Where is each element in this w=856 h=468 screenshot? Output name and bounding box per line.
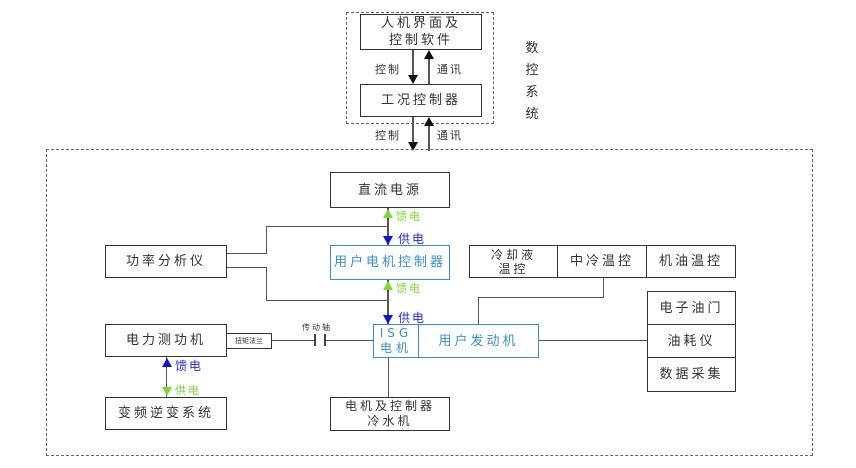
isg-motor-box[interactable]: ISG 电机: [373, 324, 419, 358]
feed-arrow-1-icon: [383, 209, 393, 218]
drive-shaft-label: 传动轴: [302, 323, 332, 332]
cnc-system-title: 数控系统: [525, 41, 539, 122]
shaft-line-left: [272, 340, 314, 341]
feed-label-2: 馈电: [396, 282, 422, 295]
coolant-temp-box[interactable]: 冷却液 温控: [469, 245, 558, 278]
feed-arrow-3-icon: [162, 358, 172, 367]
intercooler-to-engine-v2: [478, 297, 479, 325]
control-label: 控制: [375, 63, 401, 76]
supply-label-3: 供电: [175, 384, 201, 397]
dyno-to-inverter-line: [166, 357, 167, 397]
control-out-arrow-icon: [408, 142, 418, 151]
dynamometer-box[interactable]: 电力测功机: [105, 324, 227, 357]
analyzer-line-top-h2: [266, 226, 388, 227]
fuel-meter-box[interactable]: 油耗仪: [647, 324, 736, 358]
power-analyzer-box[interactable]: 功率分析仪: [105, 245, 227, 278]
supply-arrow-3-icon: [162, 387, 172, 396]
user-engine-box[interactable]: 用户发动机: [418, 324, 539, 358]
test-bench-frame: [46, 149, 813, 456]
analyzer-line-bot-h2: [266, 300, 388, 301]
dc-to-controller-line: [387, 208, 389, 246]
intercooler-temp-box[interactable]: 中冷温控: [557, 245, 647, 278]
oil-temp-box[interactable]: 机油温控: [646, 245, 736, 278]
control-line-inner: [412, 50, 414, 76]
condition-controller-box[interactable]: 工况控制器: [360, 84, 482, 117]
comm-arrow-icon: [424, 50, 434, 59]
supply-label-2: 供电: [398, 311, 427, 325]
supply-arrow-1-icon: [383, 236, 393, 245]
analyzer-line-top-h: [227, 253, 267, 254]
analyzer-line-top-v: [266, 226, 267, 254]
data-acq-box[interactable]: 数据采集: [647, 357, 736, 392]
comm-line-inner: [428, 58, 430, 84]
intercooler-to-engine-h: [478, 297, 604, 298]
inverter-box[interactable]: 变频逆变系统: [105, 397, 227, 430]
hmi-software-box[interactable]: 人机界面及 控制软件: [360, 14, 482, 50]
controller-to-isg-line: [387, 280, 389, 324]
intercooler-to-engine-v: [603, 278, 604, 298]
dc-power-box[interactable]: 直流电源: [330, 172, 450, 208]
comm-out-label: 通讯: [437, 129, 463, 142]
comm-out-arrow-icon: [424, 117, 434, 126]
control-arrow-icon: [408, 75, 418, 84]
feed-arrow-2-icon: [383, 281, 393, 290]
e-throttle-box[interactable]: 电子油门: [647, 291, 736, 325]
torque-flange-box[interactable]: 扭矩法兰: [226, 333, 272, 349]
control-line-outer: [412, 117, 414, 143]
analyzer-line-bot-v: [266, 267, 267, 301]
shaft-coupling-left-icon: [314, 334, 316, 346]
cnc-system-frame: [346, 12, 494, 124]
comm-label: 通讯: [437, 63, 463, 76]
analyzer-line-bot-h: [227, 267, 267, 268]
user-motor-controller-box[interactable]: 用户电机控制器: [330, 245, 450, 280]
feed-label-3: 馈电: [175, 359, 204, 373]
supply-label-1: 供电: [398, 232, 427, 246]
engine-to-stack-line: [538, 340, 647, 341]
comm-line-outer: [428, 125, 430, 151]
control-out-label: 控制: [375, 129, 401, 142]
supply-arrow-2-icon: [383, 315, 393, 324]
shaft-line-right: [326, 340, 373, 341]
feed-label-1: 馈电: [396, 210, 422, 223]
isg-to-chiller-line: [388, 358, 389, 398]
motor-chiller-box[interactable]: 电机及控制器 冷水机: [330, 397, 450, 431]
shaft-coupling-right-icon: [324, 334, 326, 346]
